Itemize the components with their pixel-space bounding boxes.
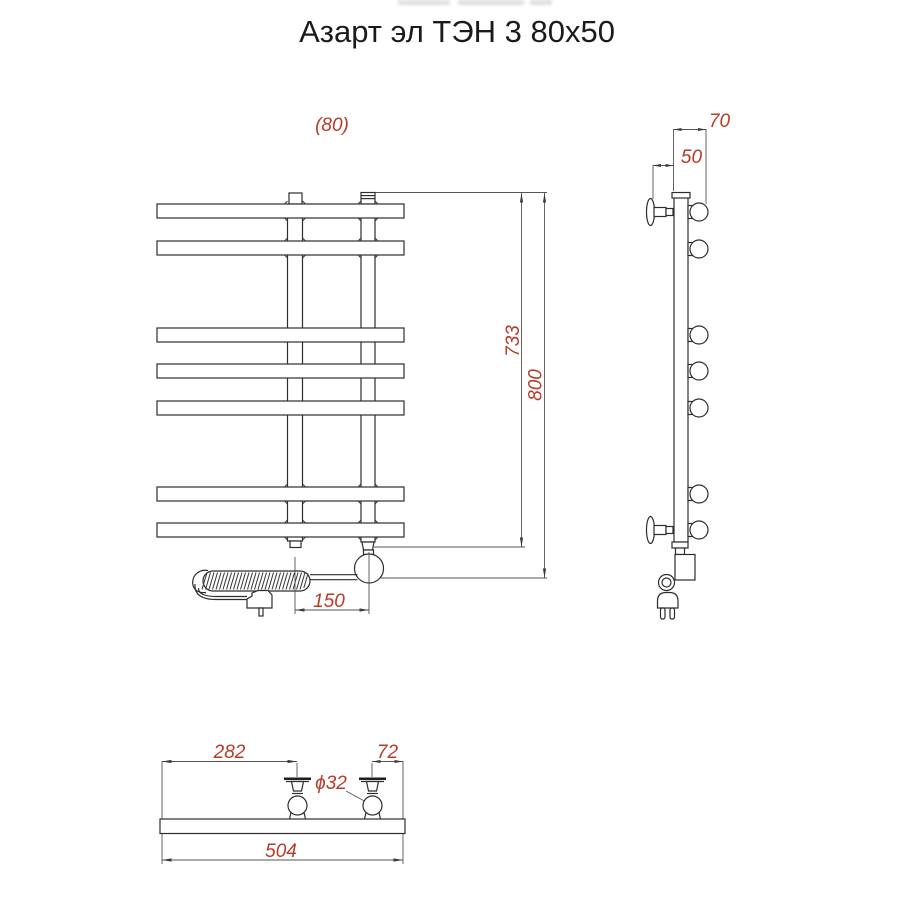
rung-end-1 xyxy=(689,202,709,222)
arrow-right xyxy=(359,608,369,612)
dim-72-label: 72 xyxy=(377,742,399,763)
bracket-stem xyxy=(653,206,667,218)
arrow-left xyxy=(162,759,172,764)
arrow-right xyxy=(394,760,403,763)
arrow-left xyxy=(295,608,305,612)
dim-504-label: 504 xyxy=(265,841,297,862)
right-riser-bottom-neck xyxy=(361,541,375,551)
arrow-down xyxy=(542,568,547,578)
arrow-down xyxy=(519,537,524,547)
dim-282-label: 282 xyxy=(213,742,246,763)
front-dimensions: (80) 733 800 150 xyxy=(294,115,547,614)
mount-tube-circle xyxy=(362,795,383,816)
cable-left-loop xyxy=(192,569,209,594)
mount-stem xyxy=(365,780,380,792)
dim-800-label: 800 xyxy=(526,369,547,401)
arrow-right xyxy=(287,759,297,764)
arrow-left xyxy=(653,164,661,167)
plug-prong xyxy=(669,607,676,620)
mount-leg xyxy=(288,812,292,820)
arrow-right xyxy=(665,164,674,167)
pipe-top-cap xyxy=(671,191,691,199)
bracket-collar xyxy=(665,525,674,535)
plug-dome xyxy=(656,591,679,609)
plug-prong xyxy=(659,607,666,620)
dim-diameter-label: ϕ32 xyxy=(315,773,347,794)
arrow-left xyxy=(372,760,381,763)
rung-1 xyxy=(156,203,405,219)
rung-6 xyxy=(156,486,405,502)
arrow-left xyxy=(673,128,682,131)
mount-flange xyxy=(284,777,311,780)
heating-element xyxy=(353,552,385,614)
bottom-mount-left xyxy=(284,777,311,820)
heater-neck xyxy=(674,547,686,556)
cropped-text-remnant xyxy=(398,0,552,5)
pipe-profile xyxy=(673,196,689,543)
bottom-bar xyxy=(159,818,406,835)
side-heater-unit xyxy=(656,547,696,620)
weld-fillets xyxy=(284,200,379,541)
wall-bracket-top xyxy=(645,197,674,227)
bracket-collar xyxy=(665,207,674,217)
cable-to-plug-upper xyxy=(197,587,247,598)
dim-50-label: 50 xyxy=(681,147,703,168)
mount-stem xyxy=(290,780,305,792)
rung-end-6 xyxy=(689,484,709,504)
wall-bracket-bottom xyxy=(645,515,674,545)
mount-leg xyxy=(378,812,382,820)
mount-tube-circle xyxy=(287,795,308,816)
rung-end-7 xyxy=(689,520,709,540)
heater-box xyxy=(674,553,696,581)
bracket-wall-plate xyxy=(645,515,656,545)
rung-4 xyxy=(156,363,405,379)
rung-5 xyxy=(156,400,405,416)
rung-7 xyxy=(156,522,405,538)
rung-end-3 xyxy=(689,325,709,345)
mount-leg xyxy=(303,812,307,820)
side-rung-ends xyxy=(687,202,709,540)
rung-end-5 xyxy=(689,398,709,418)
arrow-right xyxy=(393,858,403,862)
left-riser-top-cap xyxy=(288,192,303,205)
dim-70-label: 70 xyxy=(709,111,731,132)
rung-2 xyxy=(156,240,405,256)
cable-loop-inner xyxy=(661,577,672,588)
arrow-up xyxy=(542,193,547,203)
drawing-title: Азарт эл ТЭН 3 80x50 xyxy=(299,14,615,49)
arrow-left xyxy=(162,858,172,862)
bottom-mount-right xyxy=(359,777,386,820)
dim-733-label: 733 xyxy=(503,325,524,357)
side-pipe xyxy=(671,191,691,549)
cable-coil-hatch xyxy=(201,572,309,590)
front-view: (80) 733 800 150 xyxy=(156,115,547,617)
pipe-bottom-collar xyxy=(671,541,689,549)
bottom-view: 282 72 504 ϕ32 xyxy=(159,742,406,864)
bracket-wall-plate xyxy=(645,197,656,227)
arrow-up xyxy=(519,193,524,203)
dim-150-label: 150 xyxy=(313,591,345,612)
front-rungs xyxy=(156,200,405,541)
dim-width-label: (80) xyxy=(315,115,349,136)
mount-leg xyxy=(363,812,367,820)
side-dimensions: 70 50 xyxy=(652,111,731,204)
plug-prong xyxy=(258,607,264,617)
cable-to-plug-lower xyxy=(194,583,247,601)
plug-body xyxy=(246,589,273,609)
rung-end-2 xyxy=(689,239,709,259)
side-view: 70 50 xyxy=(645,111,731,620)
arrow-right xyxy=(698,128,706,131)
power-cable xyxy=(192,569,358,617)
bottom-dimensions: 282 72 504 ϕ32 xyxy=(161,742,404,864)
mount-flange xyxy=(359,777,386,780)
rung-3 xyxy=(156,327,405,343)
left-riser-bottom-cap xyxy=(289,540,302,549)
bracket-stem xyxy=(653,524,667,536)
rung-end-4 xyxy=(689,361,709,381)
